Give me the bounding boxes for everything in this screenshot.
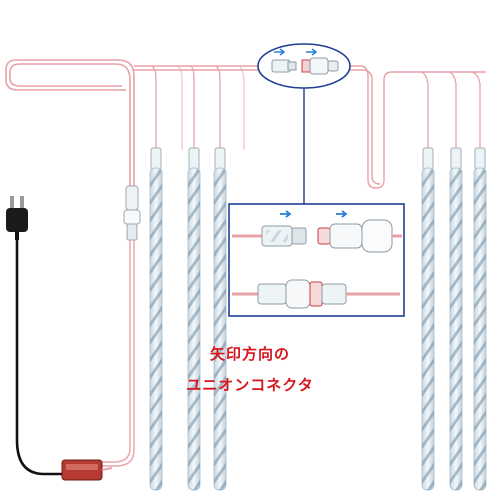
trunk-cable <box>134 65 486 189</box>
power-cord <box>15 240 62 476</box>
led-tube <box>187 147 201 491</box>
controller-box <box>61 459 113 481</box>
led-tube <box>213 147 227 491</box>
led-tube <box>149 147 163 491</box>
drop-cables <box>149 65 481 150</box>
connector-zoom-box <box>228 203 405 317</box>
power-plug <box>6 196 28 240</box>
caption-line-2: ユニオンコネクタ <box>186 376 314 394</box>
feed-cable <box>100 240 135 467</box>
led-tube <box>421 147 435 491</box>
led-tube <box>449 147 463 491</box>
cable-loop-left <box>5 59 135 188</box>
caption-line-1: 矢印方向の <box>209 345 290 363</box>
blue-arrow-icon <box>280 210 292 218</box>
blue-arrow-icon <box>306 48 318 56</box>
blue-arrow-icon <box>274 48 286 56</box>
connector-callout-top <box>257 43 351 89</box>
blue-arrow-icon <box>336 210 348 218</box>
inline-connector <box>123 185 141 241</box>
led-tube <box>473 147 487 491</box>
led-tubes <box>149 147 487 491</box>
